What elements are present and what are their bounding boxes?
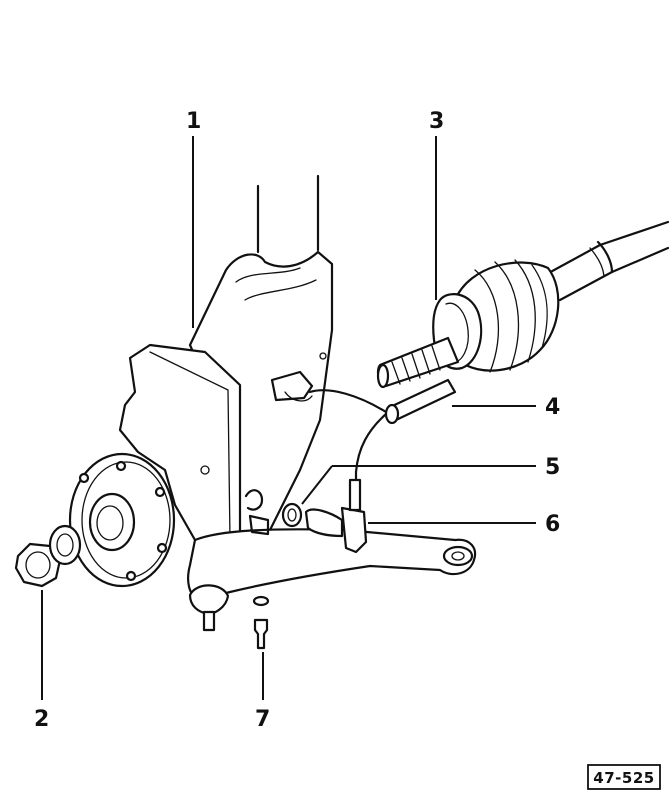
bolt-and-washer bbox=[252, 595, 270, 650]
callout-1: 1 bbox=[186, 109, 201, 134]
reference-number: 47-525 bbox=[587, 764, 661, 790]
callout-labels: 1 2 3 4 5 6 7 bbox=[34, 109, 560, 732]
wheel-hub bbox=[68, 452, 176, 588]
steering-knuckle bbox=[118, 174, 334, 562]
leader-line-5 bbox=[301, 465, 333, 505]
callout-5: 5 bbox=[545, 455, 560, 480]
drive-shaft-assembly bbox=[376, 220, 670, 389]
leader-lines bbox=[41, 136, 536, 700]
callout-2: 2 bbox=[34, 707, 49, 732]
reference-number-text: 47-525 bbox=[593, 769, 654, 787]
callout-3: 3 bbox=[429, 109, 444, 134]
hub-nut-and-washer bbox=[14, 524, 82, 588]
callout-4: 4 bbox=[545, 395, 560, 420]
lower-control-arm bbox=[187, 528, 477, 632]
callout-6: 6 bbox=[545, 512, 560, 537]
callout-7: 7 bbox=[255, 707, 270, 732]
sensor-assembly bbox=[244, 378, 457, 554]
